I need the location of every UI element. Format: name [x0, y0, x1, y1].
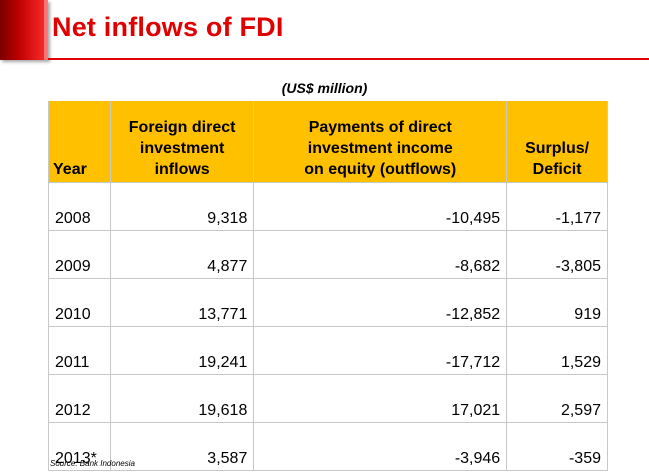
header-payments-line3: on equity (outflows) [304, 161, 457, 178]
cell-year: 2010 [48, 278, 111, 327]
header-surplus-line2: Deficit [532, 161, 582, 178]
cell-payments: -17,712 [253, 326, 508, 375]
header-year-label: Year [53, 161, 87, 178]
cell-surplus: 2,597 [506, 374, 608, 423]
cell-year: 2009 [48, 230, 111, 279]
cell-inflows: 4,877 [109, 230, 255, 279]
cell-payments: -10,495 [253, 182, 508, 231]
table-row: 2013* 3,587 -3,946 -359 [48, 422, 608, 471]
cell-surplus: -3,805 [506, 230, 608, 279]
table-row: 2009 4,877 -8,682 -3,805 [48, 230, 608, 279]
table-row: 2008 9,318 -10,495 -1,177 [48, 182, 608, 231]
cell-year: 2013* [48, 422, 111, 471]
header-surplus: Surplus/ Deficit [506, 101, 608, 183]
title-accent-bar [0, 0, 48, 60]
page-title: Net inflows of FDI [52, 12, 284, 42]
table-row: 2011 19,241 -17,712 1,529 [48, 326, 608, 375]
table-header-row: Year Foreign direct investment inflows P… [48, 101, 608, 183]
cell-year: 2008 [48, 182, 111, 231]
cell-payments: 17,021 [253, 374, 508, 423]
cell-payments: -12,852 [253, 278, 508, 327]
cell-inflows: 13,771 [109, 278, 255, 327]
header-payments-line2: investment income [307, 140, 453, 157]
cell-inflows: 19,241 [109, 326, 255, 375]
table-row: 2012 19,618 17,021 2,597 [48, 374, 608, 423]
header-surplus-line1: Surplus/ [525, 140, 590, 157]
source-note: Source: Bank Indonesia [50, 459, 135, 468]
cell-year: 2012 [48, 374, 111, 423]
cell-surplus: 919 [506, 278, 608, 327]
header-payments: Payments of direct investment income on … [253, 101, 508, 183]
title-underline [48, 58, 649, 60]
cell-surplus: -1,177 [506, 182, 608, 231]
unit-label: (US$ million) [281, 80, 368, 96]
header-inflows: Foreign direct investment inflows [109, 101, 255, 183]
cell-surplus: -359 [506, 422, 608, 471]
header-inflows-line1: Foreign direct [128, 119, 236, 136]
cell-payments: -8,682 [253, 230, 508, 279]
cell-inflows: 3,587 [109, 422, 255, 471]
cell-inflows: 19,618 [109, 374, 255, 423]
cell-payments: -3,946 [253, 422, 508, 471]
header-year: Year [48, 101, 111, 183]
header-payments-line1: Payments of direct [308, 119, 452, 136]
cell-inflows: 9,318 [109, 182, 255, 231]
table-row: 2010 13,771 -12,852 919 [48, 278, 608, 327]
header-inflows-line2: investment [139, 140, 225, 157]
fdi-table: Year Foreign direct investment inflows P… [48, 101, 608, 471]
cell-year: 2011 [48, 326, 111, 375]
header-inflows-line3: inflows [154, 161, 210, 178]
cell-surplus: 1,529 [506, 326, 608, 375]
